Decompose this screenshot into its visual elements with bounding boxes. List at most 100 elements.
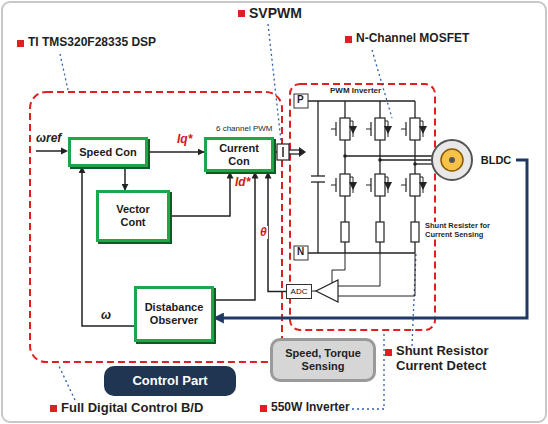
wire [379,196,380,222]
gate-wire [331,185,336,186]
wire [379,140,380,174]
pwm-bus [289,149,300,150]
leader-lines [58,24,416,409]
wire [423,177,424,193]
bullet [17,40,24,47]
connector-arrow [124,167,126,190]
mosfet-symbol [340,174,350,196]
wire [388,177,389,193]
sensing-box: Speed, Torque Sensing [270,338,376,382]
junction-dot [378,158,382,162]
terminal-box [294,246,308,260]
process-box: Vector Cont [96,190,170,242]
leader-line [58,364,75,400]
leader-line [60,54,68,90]
inverter-leg [331,101,432,253]
arrowhead [61,148,68,155]
phase-wire [380,159,432,160]
process-box: Current Con [204,137,274,172]
pwm-block [277,144,289,160]
inverter-leg [366,101,432,253]
bullet [238,10,245,17]
part-name: PWM Inverter [330,86,381,95]
part-badge: Control Part [104,366,236,396]
process-box: Distabance Observer [134,286,214,342]
sense-wire [332,253,345,283]
wire [379,101,380,118]
wire [344,242,345,253]
node-text: Speed Con [79,146,136,159]
pwm-symbol [282,147,284,157]
connector-arrow [148,151,204,153]
bullet [50,405,57,412]
wire [317,101,318,176]
node-text: BLDC [481,154,512,167]
motor-label: BLDC [476,151,516,169]
motor-rotor [441,149,463,171]
terminal-name: P [297,94,304,106]
wire [423,121,424,137]
n-rail [308,252,415,253]
p-rail [308,100,415,101]
callout-label: 550W Inverter [271,401,350,415]
callout-label: SVPWM [249,5,302,21]
shunt-resistor-symbol [411,222,419,242]
signal-name: θ [259,226,268,239]
wire [388,121,389,137]
phase-wire [345,155,432,156]
wire [414,196,415,222]
wire [344,196,345,222]
process-box: Speed Con [68,137,148,167]
bullet [260,405,267,412]
terminal-box [294,94,308,108]
terminal-name: N [297,246,304,258]
mosfet-symbol [410,174,420,196]
part-name: Shunt Resister for Current Sensing [425,222,503,239]
callout-label: Shunt Resistor Current Detect [396,344,496,374]
leader-line [372,50,392,118]
node-text: Distabance Observer [141,301,207,326]
bullet [345,36,352,43]
callout-label: N-Channel MOSFET [356,32,469,46]
leader-line [268,24,281,141]
gate-wire [331,129,336,130]
control-region [30,92,282,362]
wire [414,140,415,174]
connector-arrow [214,160,527,318]
mosfet-symbol [375,118,385,140]
wire [379,242,380,253]
node-text: Vector Cont [103,203,163,228]
signal-name: Iq* [176,133,193,146]
signal-name: 6 channel PWM [216,124,272,133]
mosfet-symbol [340,118,350,140]
motor-shaft [449,157,455,163]
connector-arrow [268,172,286,291]
mosfet-symbol [410,118,420,140]
junction-dot [413,162,417,166]
wire [414,101,415,118]
callout-label: TI TMS320F28335 DSP [28,36,156,50]
gate-wire [401,185,406,186]
signal-name: ω [100,309,112,322]
signal-name: ωref [36,132,61,146]
connector-arrow [214,172,255,300]
gate-wire [366,129,371,130]
node-text: Control Part [132,374,207,389]
bullet [385,349,392,356]
signal-name: Id* [234,176,251,189]
amplifier-symbol [316,280,338,302]
node-text: Current Con [211,142,267,167]
shunt-resistor-symbol [376,222,384,242]
sense-wire [338,253,380,286]
capacitor-plate [311,175,325,176]
node-text: Speed, Torque Sensing [277,347,369,372]
inverter-wiring [308,101,415,253]
capacitor-plate [311,181,325,182]
shunt-resistor-symbol [341,222,349,242]
gate-wire [401,129,406,130]
wire [317,182,318,253]
arrowhead [299,147,306,157]
inverter-legs [331,101,432,253]
